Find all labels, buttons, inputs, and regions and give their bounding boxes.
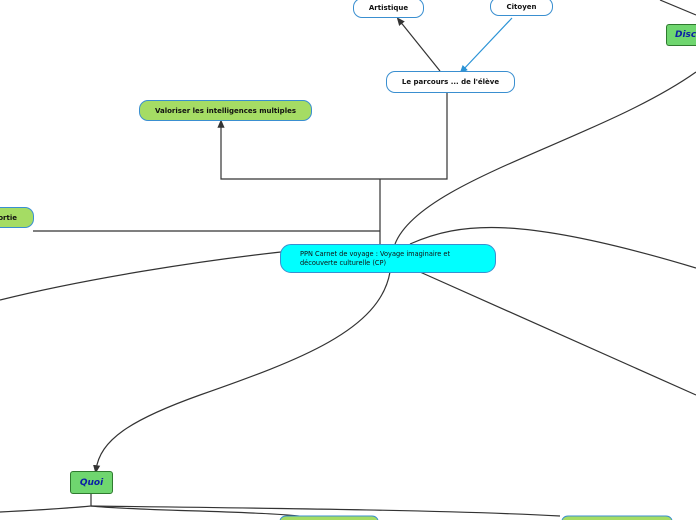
connector-lower-right (419, 271, 696, 396)
connector-disc (394, 71, 696, 245)
node-parcours-label: Le parcours ... de l'élève (401, 78, 500, 86)
node-disc-label: Disc (675, 30, 696, 40)
node-quoi[interactable]: Quoi (70, 471, 113, 494)
connector-artistique (396, 17, 441, 72)
connector-right-curve (409, 226, 696, 269)
connector-parcours (380, 93, 448, 180)
connector-top-right (659, 0, 696, 16)
connector-citoyen (459, 17, 513, 74)
node-citoyen[interactable]: Citoyen (490, 0, 553, 16)
bottom-node-partial-1 (279, 515, 379, 520)
connector-quoi-left (0, 494, 92, 513)
connector-left-offscreen (0, 249, 301, 301)
node-parcours[interactable]: Le parcours ... de l'élève (386, 71, 515, 93)
bottom-node-partial-2 (561, 515, 673, 520)
node-artistique[interactable]: Artistique (353, 0, 424, 18)
node-sortie-partial[interactable]: ortie (0, 207, 34, 228)
node-quoi-label: Quoi (79, 477, 104, 488)
central-node-label: PPN Carnet de voyage : Voyage imaginaire… (300, 249, 451, 267)
node-artistique-label: Artistique (368, 4, 409, 12)
node-valoriser[interactable]: Valoriser les intelligences multiples (139, 100, 312, 121)
central-node[interactable]: PPN Carnet de voyage : Voyage imaginaire… (280, 244, 496, 273)
connector-quoi (93, 271, 391, 474)
connector-quoi-right (90, 505, 561, 517)
node-sortie-label: ortie (0, 213, 17, 222)
node-valoriser-label: Valoriser les intelligences multiples (154, 106, 297, 115)
node-citoyen-label: Citoyen (506, 2, 537, 11)
connector-valoriser (217, 119, 380, 180)
node-disc-partial[interactable]: Disc (666, 24, 696, 46)
